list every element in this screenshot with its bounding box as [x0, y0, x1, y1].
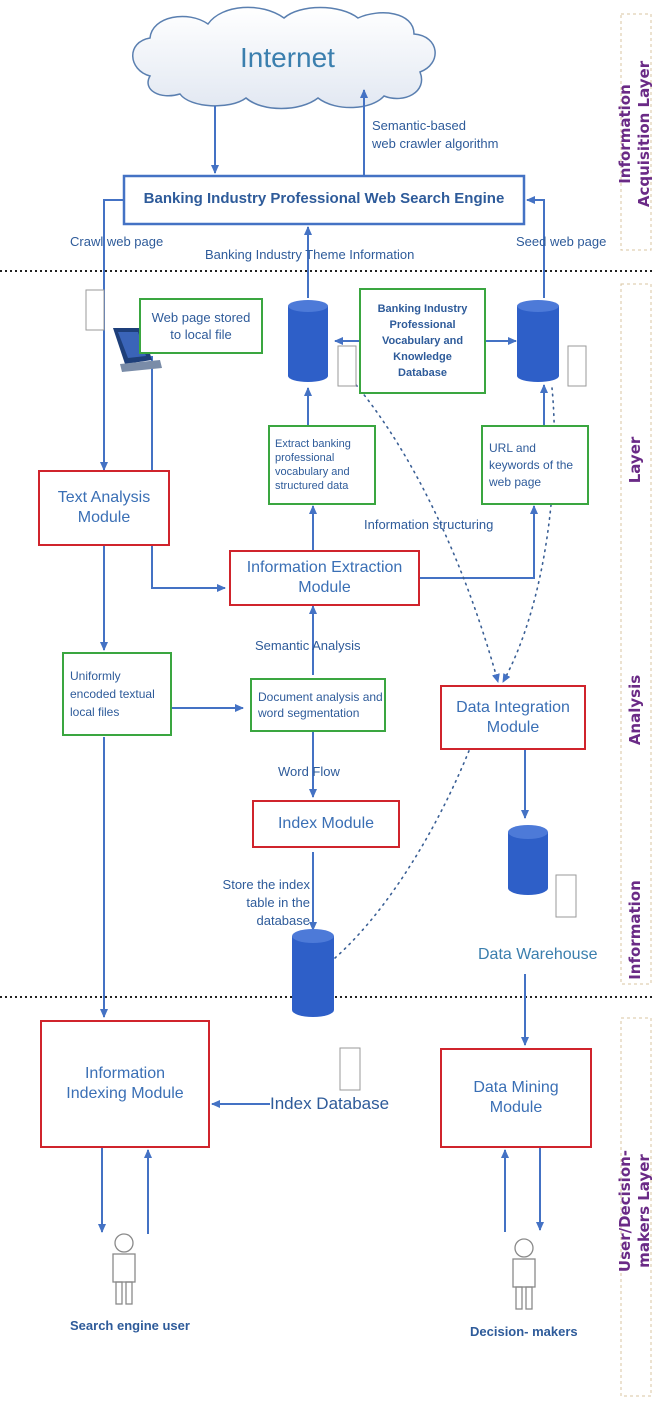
vocab-db-line1: Banking Industry	[377, 303, 468, 315]
store-index-line1: Store the index	[222, 877, 310, 892]
layer-label-acquisition-line2: Acquisition Layer	[635, 60, 652, 208]
uniform-line1: Uniformly	[70, 669, 121, 683]
index-database-label: Index Database	[270, 1094, 390, 1113]
layer-label-layer-text: Layer	[626, 436, 644, 484]
theme-information-label: Banking Industry Theme Information	[205, 247, 415, 262]
seed-web-page-label: Seed web page	[516, 234, 607, 249]
text-analysis-line1: Text Analysis	[57, 489, 151, 506]
data-integration-line1: Data Integration	[456, 698, 570, 716]
vocab-db-line5: Database	[398, 367, 447, 379]
information-structuring-label: Information structuring	[364, 517, 494, 532]
layer-label-information-text: Information	[626, 880, 644, 980]
arrows	[98, 89, 548, 1234]
vocab-db-line4: Knowledge	[393, 351, 452, 363]
crawler-algorithm-label: Semantic-based web crawler algorithm	[372, 117, 498, 153]
layer-label-analysis: Analysis	[626, 660, 646, 760]
information-indexing-line2: Indexing Module	[66, 1085, 184, 1102]
store-index-label: Store the index table in the database	[218, 876, 310, 930]
layer-label-user-line1: User/Decision-	[616, 1149, 634, 1273]
crawler-algorithm-line2: web crawler algorithm	[372, 136, 499, 151]
extract-line3: vocabulary and	[275, 466, 350, 478]
vocabulary-knowledge-database: Banking Industry Professional Vocabulary…	[359, 288, 486, 394]
uniform-line2: encoded textual	[70, 687, 155, 701]
url-line2: keywords of the	[489, 457, 574, 472]
uniform-line3: local files	[70, 705, 120, 719]
index-module-label: Index Module	[277, 815, 375, 832]
store-index-line3: database	[256, 913, 311, 928]
search-engine-user-label: Search engine user	[70, 1318, 190, 1333]
layer-label-user-line2: makers Layer	[635, 1154, 652, 1268]
index-module: Index Module	[252, 800, 400, 848]
data-warehouse-label: Data Warehouse	[478, 946, 598, 963]
data-mining-line2: Module	[489, 1099, 543, 1116]
information-indexing-line1: Information	[84, 1065, 166, 1082]
url-keywords-note: URL and keywords of the web page	[481, 425, 589, 505]
extract-line4: structured data	[275, 480, 349, 492]
data-mining-module: Data Mining Module	[440, 1048, 592, 1148]
semantic-analysis-label: Semantic Analysis	[255, 638, 361, 653]
data-mining-line1: Data Mining	[473, 1079, 559, 1096]
information-indexing-module: Information Indexing Module	[40, 1020, 210, 1148]
decision-makers-label: Decision- makers	[470, 1324, 578, 1339]
server-icons	[85, 289, 587, 1091]
analysis-layer-frame	[620, 283, 652, 985]
layer-label-acquisition: Information Acquisition Layer	[616, 14, 652, 254]
layer-label-user: User/Decision- makers Layer	[616, 1126, 652, 1296]
document-segmentation-note: Document analysis and word segmentation	[250, 678, 386, 732]
text-analysis-module: Text Analysis Module	[38, 470, 170, 546]
web-page-stored-line1: Web page stored	[151, 310, 251, 325]
layer-label-analysis-text: Analysis	[626, 674, 644, 746]
vocab-db-line2: Professional	[389, 319, 456, 331]
layer-label-layer: Layer	[626, 420, 646, 500]
url-line1: URL and	[489, 440, 536, 455]
extract-vocabulary-note: Extract banking professional vocabulary …	[268, 425, 376, 505]
vocab-db-line3: Vocabulary and	[381, 335, 464, 347]
store-index-line2: table in the	[246, 895, 310, 910]
search-engine-label: Banking Industry Professional Web Search…	[143, 190, 505, 207]
dotted-arrows	[334, 379, 556, 959]
information-extraction-module: Information Extraction Module	[229, 550, 420, 606]
data-integration-module: Data Integration Module	[440, 685, 586, 750]
information-extraction-line1: Information Extraction	[246, 559, 403, 576]
internet-label: Internet	[240, 42, 335, 73]
document-line1: Document analysis and	[258, 690, 383, 704]
url-line3: web page	[489, 474, 542, 489]
internet-cloud	[132, 6, 436, 110]
uniform-local-files-note: Uniformly encoded textual local files	[62, 652, 172, 736]
extract-line1: Extract banking	[275, 438, 351, 450]
user-layer-frame	[620, 1017, 652, 1397]
text-analysis-line2: Module	[77, 509, 131, 526]
crawler-algorithm-line1: Semantic-based	[372, 118, 466, 133]
layer-label-information: Information	[626, 860, 646, 1000]
word-flow-label: Word Flow	[278, 764, 340, 779]
data-integration-line2: Module	[486, 718, 540, 736]
crawl-web-page-label: Crawl web page	[70, 234, 164, 249]
web-page-stored-note: Web page stored to local file	[139, 298, 263, 354]
document-line2: word segmentation	[258, 706, 360, 720]
web-page-stored-line2: to local file	[170, 327, 232, 342]
acquisition-layer-frame	[620, 13, 652, 251]
extract-line2: professional	[275, 452, 335, 464]
layer-label-acquisition-line1: Information	[616, 84, 634, 184]
information-extraction-line2: Module	[298, 579, 351, 596]
